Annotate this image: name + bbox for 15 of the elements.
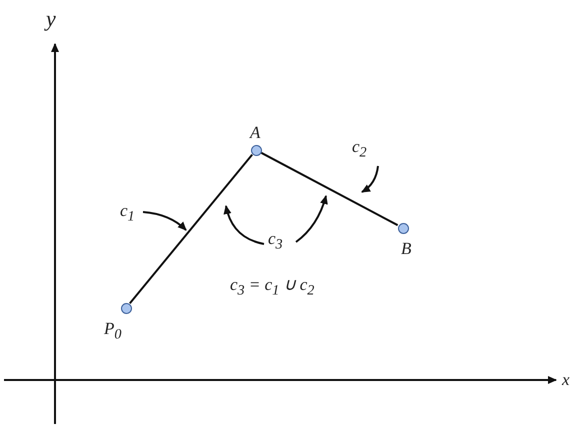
axis-label: y [46, 8, 56, 30]
curve-label: c$_{1}$ [120, 202, 135, 224]
curved-arrow [142, 211, 187, 231]
point-label: B [401, 240, 412, 257]
curve-label: c$_{2}$ [352, 138, 367, 160]
point-label: A [250, 124, 260, 141]
curve-label: c$_{3}$ [268, 230, 283, 252]
curved-arrow [361, 166, 379, 193]
line-segment [129, 154, 253, 304]
axis-label: x [562, 371, 570, 388]
curved-arrow [224, 205, 264, 245]
line-segment [260, 152, 398, 226]
curved-arrow [295, 195, 328, 243]
point-label: P$_{0}$ [104, 320, 122, 342]
formula: c$_{3}$ = c$_{1}$ ∪ c$_{2}$ [230, 276, 314, 298]
